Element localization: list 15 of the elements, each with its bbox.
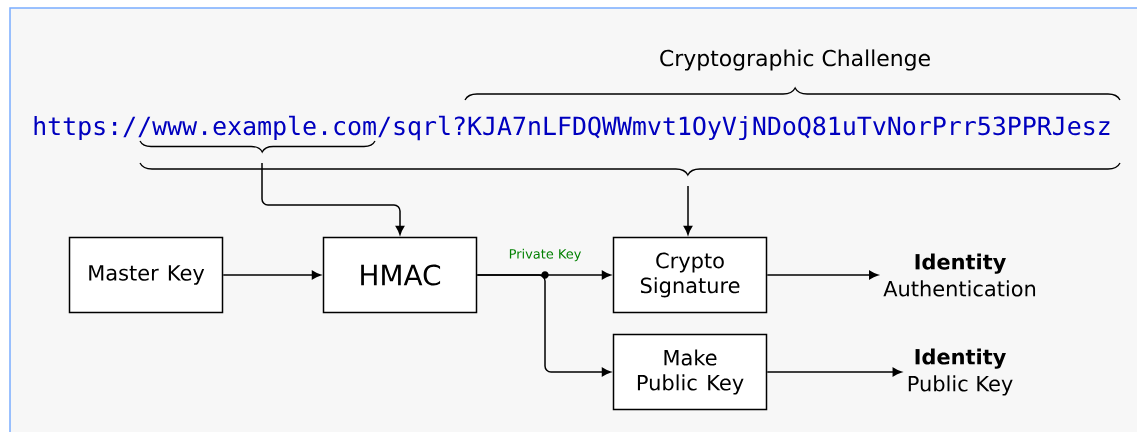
process-box: Make Public Key xyxy=(612,333,768,411)
arrow xyxy=(766,270,879,280)
edge-label: Private Key xyxy=(509,248,581,262)
process-box: Crypto Signature xyxy=(612,236,768,314)
arrow xyxy=(261,162,405,235)
bracket-label: Cryptographic Challenge xyxy=(660,49,930,71)
arrow xyxy=(476,271,611,377)
process-box: HMAC xyxy=(322,236,478,314)
result-text: Identity Authentication xyxy=(883,253,1036,297)
arrow xyxy=(222,270,321,280)
arrow xyxy=(683,185,693,235)
arrow xyxy=(766,367,902,377)
process-box: Master Key xyxy=(68,236,224,314)
result-text: Identity Public Key xyxy=(908,348,1013,396)
url-text: https://www.example.com/sqrl?KJA7nLFDQWWmvt1OyVjNDoQ81uTvNorPrr53PPRJesz xyxy=(34,115,1110,141)
